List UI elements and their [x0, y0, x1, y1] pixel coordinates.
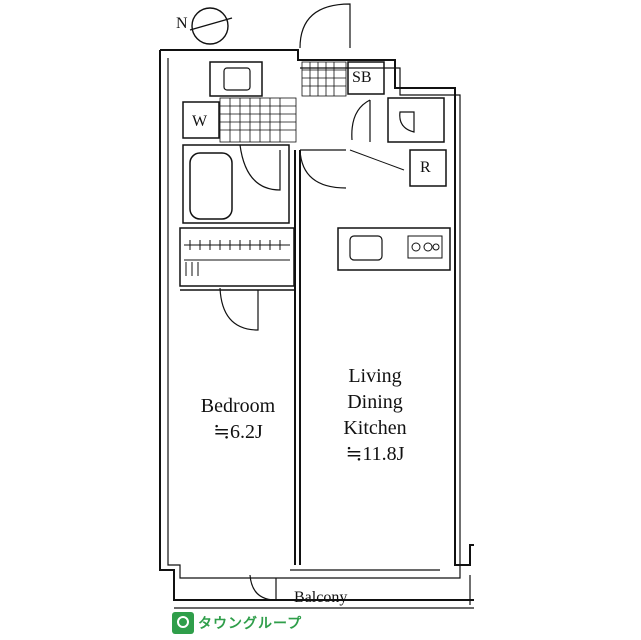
stove: [407, 235, 443, 259]
balcony-label: Balcony: [294, 589, 348, 606]
wc-small-sink: [223, 67, 251, 91]
bedroom-size: ≒6.2J: [213, 421, 263, 443]
closet-hangers: [184, 240, 290, 276]
brand-name: タウングループ: [198, 616, 303, 632]
closet-door: [219, 287, 259, 331]
toilet-door: [351, 99, 371, 142]
fridge-box: [409, 149, 447, 187]
ldk-size: ≒11.8J: [345, 443, 405, 465]
kitchen-counter: [337, 227, 451, 271]
outer-wall-inner: [167, 58, 461, 579]
washer-label: W: [192, 113, 208, 130]
bedroom-name: Bedroom: [200, 395, 276, 417]
ldk-line-kitchen: Kitchen: [343, 417, 407, 439]
closet: [179, 227, 295, 287]
bedroom-label: Bedroom ≒6.2J: [190, 396, 286, 442]
brand-logo-icon: [172, 612, 194, 634]
tiled-entry: [301, 61, 347, 97]
sink: [349, 235, 383, 261]
toilet-icon: [399, 111, 415, 133]
compass-icon: [189, 7, 233, 45]
entry-door: [299, 149, 347, 189]
tiled-utility: [219, 97, 297, 143]
wc-top-left: [209, 61, 263, 97]
washer-box: [182, 101, 220, 139]
bath-door: [239, 144, 281, 191]
brand-watermark: タウングループ: [172, 612, 302, 634]
compass-north-label: N: [176, 15, 188, 32]
bathroom: [182, 144, 290, 224]
main-door: [299, 3, 351, 49]
partition-wall: [294, 150, 301, 565]
balcony-rail: [174, 575, 474, 609]
balcony-door: [249, 574, 277, 601]
ldk-line-dining: Dining: [347, 391, 403, 413]
fridge-label: R: [420, 159, 431, 176]
shoe-box-label: SB: [352, 69, 372, 86]
ldk-label: Living Dining Kitchen ≒11.8J: [320, 366, 430, 464]
bathtub: [189, 152, 233, 220]
outer-wall: [159, 49, 474, 601]
shoe-box: [347, 61, 385, 95]
ldk-line-living: Living: [348, 365, 402, 387]
toilet-room: [387, 97, 445, 143]
